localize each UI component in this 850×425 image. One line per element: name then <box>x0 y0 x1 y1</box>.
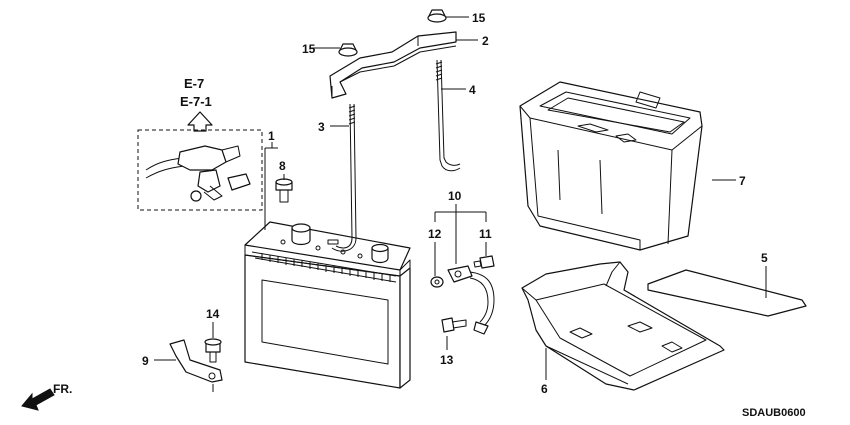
front-label: FR. <box>53 382 72 396</box>
reference-group: E-7 E-7-1 <box>137 76 263 211</box>
callout-10[interactable]: 10 <box>448 189 462 203</box>
flange-bolt[interactable] <box>441 317 467 333</box>
callout-13[interactable]: 13 <box>440 353 454 367</box>
reference-code-1[interactable]: E-7 <box>184 76 204 91</box>
front-arrow-icon <box>21 388 55 411</box>
reference-code-2[interactable]: E-7-1 <box>180 94 212 109</box>
callout-6[interactable]: 6 <box>541 382 548 396</box>
flange-nut[interactable] <box>430 276 444 288</box>
battery-setting-bracket[interactable] <box>169 339 223 392</box>
callout-5[interactable]: 5 <box>761 251 768 265</box>
battery-tray[interactable] <box>521 261 725 391</box>
callout-15a[interactable]: 15 <box>302 42 316 56</box>
callout-15b[interactable]: 15 <box>472 11 486 25</box>
callout-12[interactable]: 12 <box>428 227 442 241</box>
terminal-detail-illustration <box>145 145 251 202</box>
battery-setting-rod-long[interactable] <box>435 59 461 172</box>
callout-2[interactable]: 2 <box>482 34 489 48</box>
flange-bolt[interactable] <box>204 338 222 363</box>
battery-tray-pad[interactable] <box>647 269 807 317</box>
battery[interactable] <box>244 221 411 389</box>
callout-3[interactable]: 3 <box>318 120 325 134</box>
callout-4[interactable]: 4 <box>469 83 476 97</box>
flange-nut[interactable] <box>427 9 447 23</box>
leader-lines <box>154 16 767 380</box>
flange-bolt[interactable] <box>275 178 293 203</box>
detail-box <box>137 129 263 211</box>
callout-9[interactable]: 9 <box>142 354 149 368</box>
callout-labels: 1 2 3 4 5 6 7 8 9 10 11 12 13 14 15 15 <box>142 11 768 396</box>
callout-8[interactable]: 8 <box>279 159 286 173</box>
callout-7[interactable]: 7 <box>739 174 746 188</box>
battery-setting-rod[interactable] <box>331 103 357 252</box>
battery-hold-down-bracket[interactable] <box>329 31 457 99</box>
callout-1[interactable]: 1 <box>268 129 275 143</box>
battery-ground-cable[interactable] <box>447 265 495 335</box>
up-arrow-icon <box>187 111 213 132</box>
flange-bolt[interactable] <box>473 255 495 269</box>
drawing-code: SDAUB0600 <box>742 407 806 419</box>
battery-box[interactable] <box>519 81 703 251</box>
callout-14[interactable]: 14 <box>206 307 220 321</box>
front-indicator: FR. <box>21 382 72 411</box>
callout-11[interactable]: 11 <box>479 227 492 241</box>
flange-nut[interactable] <box>338 43 358 57</box>
